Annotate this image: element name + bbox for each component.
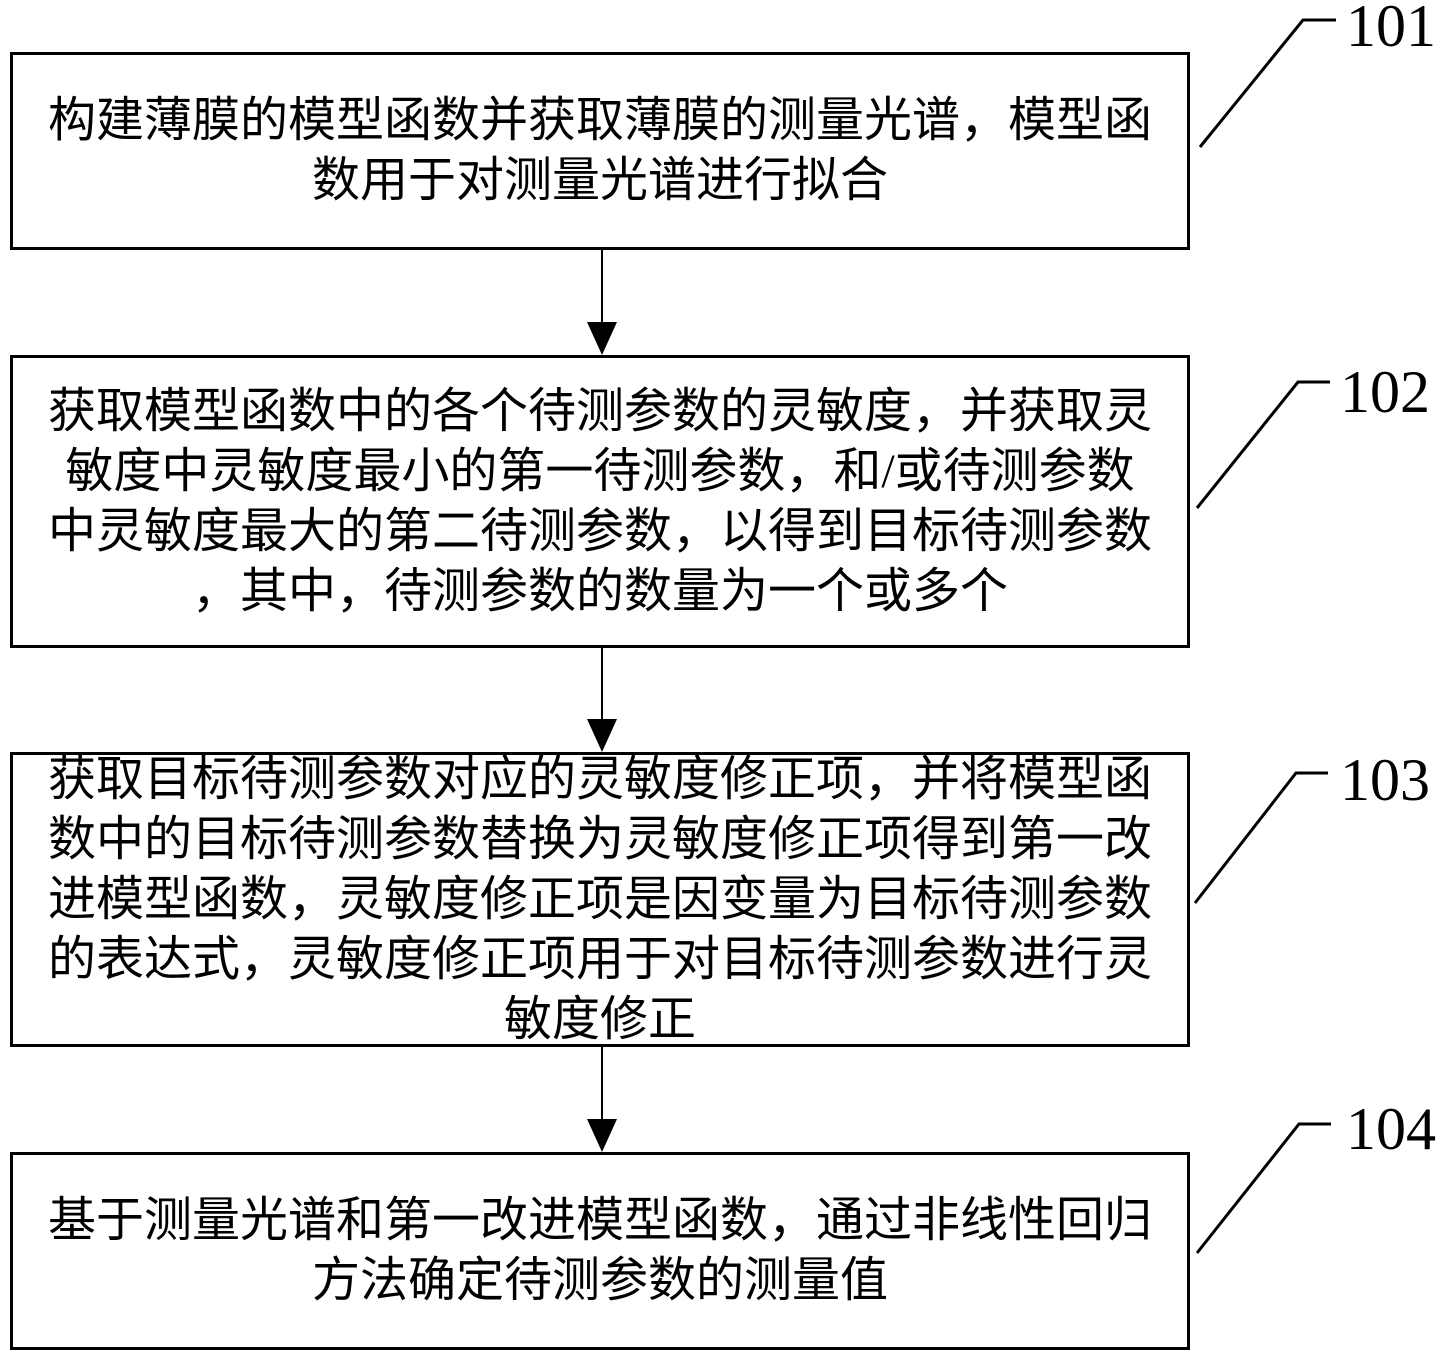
- step-text-104: 基于测量光谱和第一改进模型函数，通过非线性回归 方法确定待测参数的测量值: [47, 1194, 1152, 1307]
- step-box-103: 获取目标待测参数对应的灵敏度修正项，并将模型函 数中的目标待测参数替换为灵敏度修…: [10, 752, 1190, 1047]
- step-label-104: 104: [1346, 1096, 1436, 1162]
- arrow-shaft: [601, 648, 603, 719]
- leader-line-101: [1198, 18, 1336, 148]
- flow-arrow-down-3: [587, 1047, 617, 1152]
- step-box-102: 获取模型函数中的各个待测参数的灵敏度，并获取灵 敏度中灵敏度最小的第一待测参数，…: [10, 355, 1190, 648]
- step-label-102: 102: [1340, 359, 1430, 425]
- step-text-102: 获取模型函数中的各个待测参数的灵敏度，并获取灵 敏度中灵敏度最小的第一待测参数，…: [47, 384, 1152, 618]
- step-label-101: 101: [1346, 0, 1436, 59]
- step-box-101: 构建薄膜的模型函数并获取薄膜的测量光谱，模型函 数用于对测量光谱进行拟合: [10, 52, 1190, 250]
- arrow-head-icon: [587, 1119, 617, 1152]
- step-text-101: 构建薄膜的模型函数并获取薄膜的测量光谱，模型函 数用于对测量光谱进行拟合: [47, 94, 1152, 207]
- arrow-shaft: [601, 250, 603, 322]
- arrow-head-icon: [587, 719, 617, 752]
- step-label-103: 103: [1340, 747, 1430, 813]
- flow-arrow-down-2: [587, 648, 617, 752]
- leader-line-103: [1193, 771, 1328, 904]
- arrow-head-icon: [587, 322, 617, 355]
- arrow-shaft: [601, 1047, 603, 1119]
- leader-line-104: [1195, 1122, 1331, 1254]
- leader-line-102: [1195, 380, 1330, 509]
- step-box-104: 基于测量光谱和第一改进模型函数，通过非线性回归 方法确定待测参数的测量值: [10, 1152, 1190, 1350]
- flow-arrow-down-1: [587, 250, 617, 355]
- step-text-103: 获取目标待测参数对应的灵敏度修正项，并将模型函 数中的目标待测参数替换为灵敏度修…: [47, 752, 1152, 1046]
